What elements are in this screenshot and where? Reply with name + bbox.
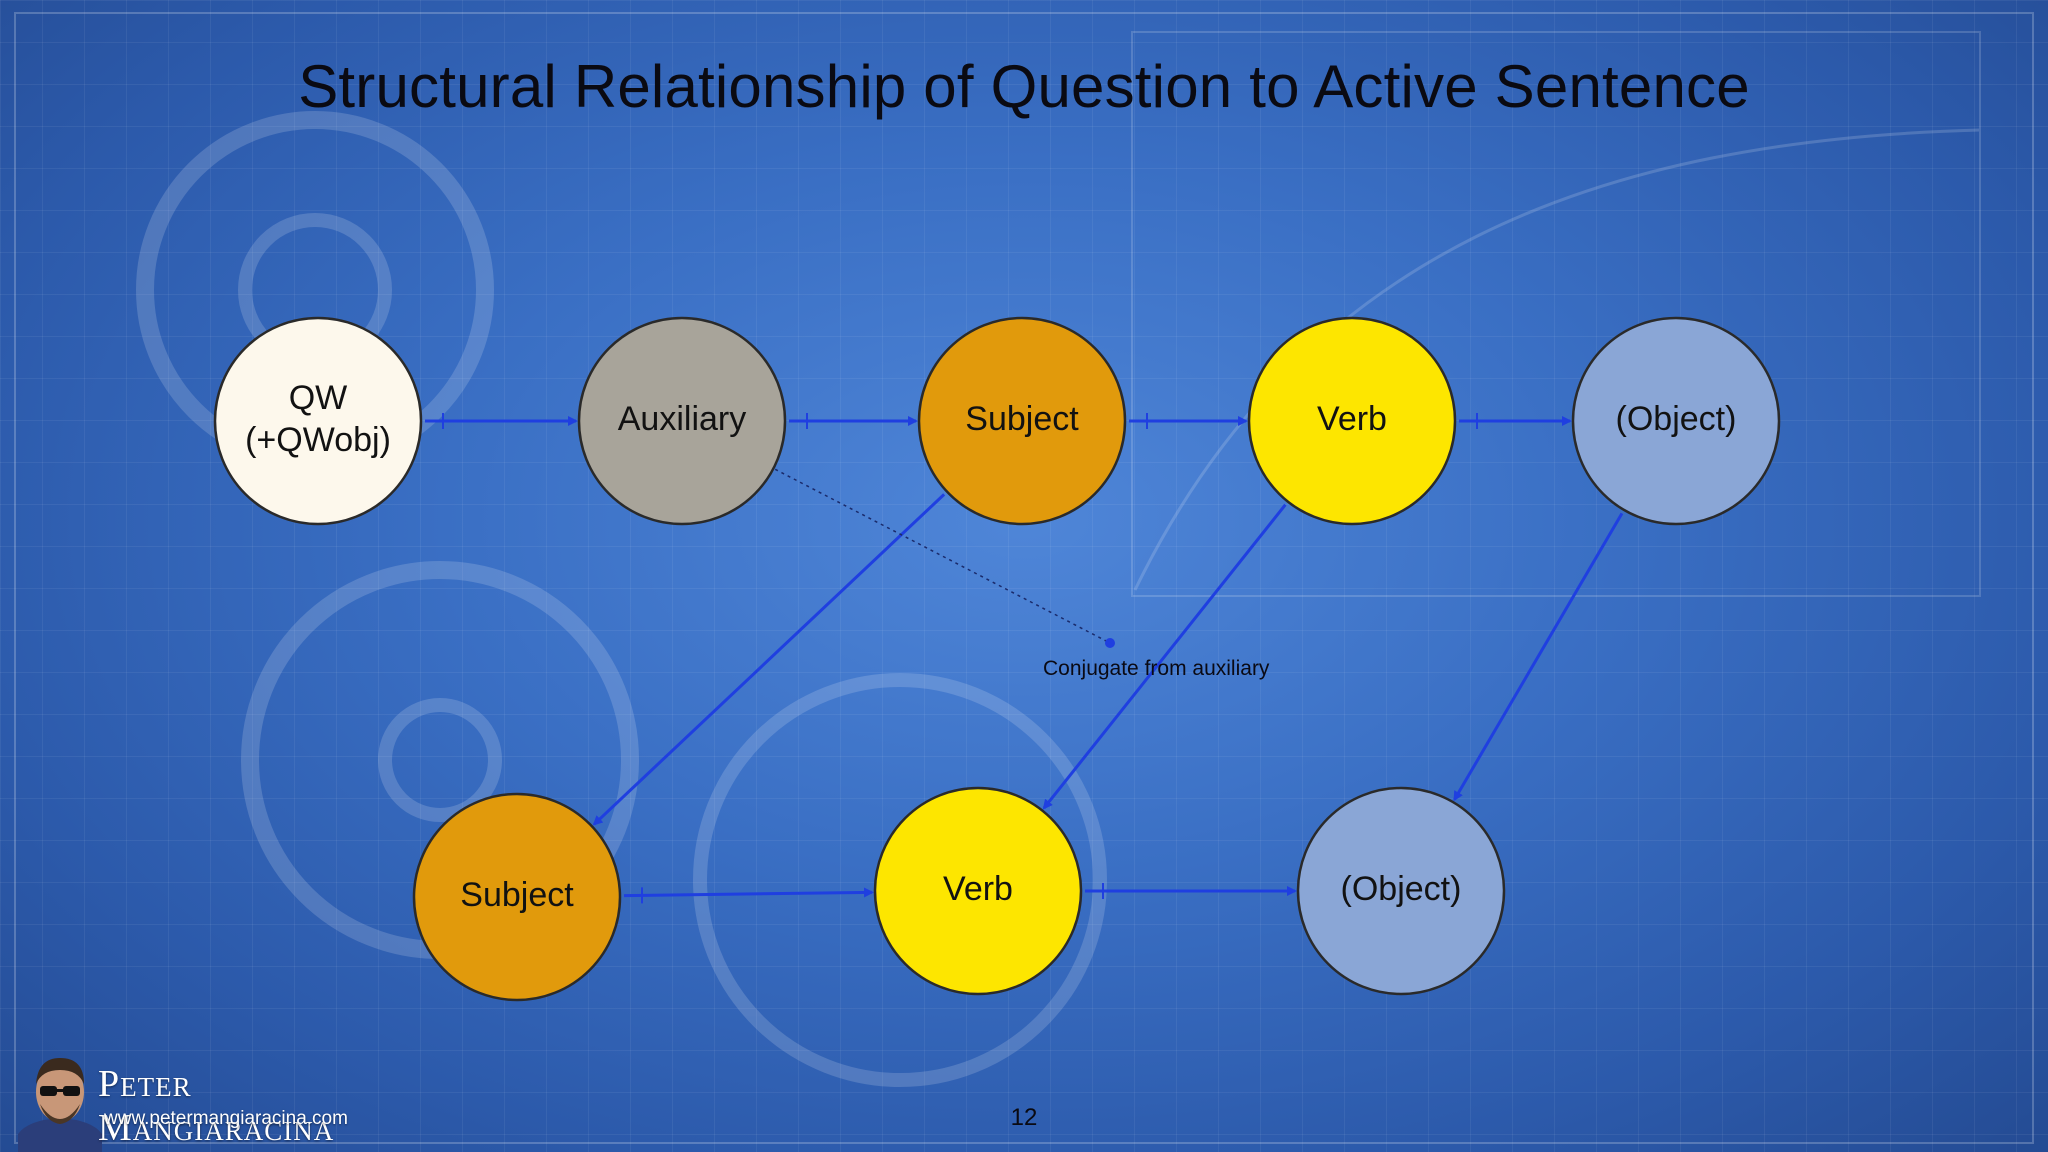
annotation-layer: Conjugate from auxiliary (774, 468, 1270, 680)
node-circle-qw (213, 316, 423, 526)
page-number: 12 (1010, 1104, 1038, 1131)
brand-url: www.petermangiaracina.com (104, 1108, 348, 1129)
node-label-obj2-0: (Object) (1341, 870, 1462, 908)
node-circle-verb1 (1247, 316, 1457, 526)
edges-layer (425, 413, 1624, 904)
node-circle-verb2 (873, 786, 1083, 996)
node-label-subj2-0: Subject (460, 876, 574, 914)
node-label-verb1-0: Verb (1317, 400, 1387, 438)
node-label-qw-0: QW (289, 379, 348, 417)
node-obj2: (Object) (1296, 786, 1506, 996)
node-verb2: Verb (873, 786, 1083, 996)
node-obj1: (Object) (1571, 316, 1781, 526)
annotation-conjugate-from-auxiliary: Conjugate from auxiliary (1043, 657, 1270, 680)
node-circle-subj1 (917, 316, 1127, 526)
brand-logo: Peter Mangiaracina www.petermangiaracina… (12, 1044, 412, 1152)
node-label-subj1-0: Subject (965, 400, 1079, 438)
node-qw: QW (+QWobj) (213, 316, 423, 526)
presenter-avatar-icon (18, 1058, 102, 1152)
node-circle-aux (577, 316, 787, 526)
node-circle-subj2 (412, 792, 622, 1002)
brand-name: Peter Mangiaracina (98, 1063, 335, 1149)
node-subj2: Subject (412, 792, 622, 1002)
node-label-verb2-0: Verb (943, 870, 1013, 908)
node-verb1: Verb (1247, 316, 1457, 526)
node-label-aux-0: Auxiliary (618, 400, 746, 438)
slide-frame (14, 12, 2034, 1144)
edge-obj1-to-obj2 (1453, 512, 1624, 802)
node-label-obj1-0: (Object) (1616, 400, 1737, 438)
node-subj1: Subject (917, 316, 1127, 526)
node-circle-obj1 (1571, 316, 1781, 526)
edge-subj2-to-verb2 (623, 887, 875, 898)
slide-title: Structural Relationship of Question to A… (298, 53, 1750, 120)
edge-subj1-to-subj2 (592, 493, 946, 826)
annotation-dot (1105, 638, 1115, 648)
node-aux: Auxiliary (577, 316, 787, 526)
edge-verb1-to-verb2 (1042, 503, 1287, 810)
node-label-qw-1: (+QWobj) (245, 421, 391, 459)
node-circle-obj2 (1296, 786, 1506, 996)
